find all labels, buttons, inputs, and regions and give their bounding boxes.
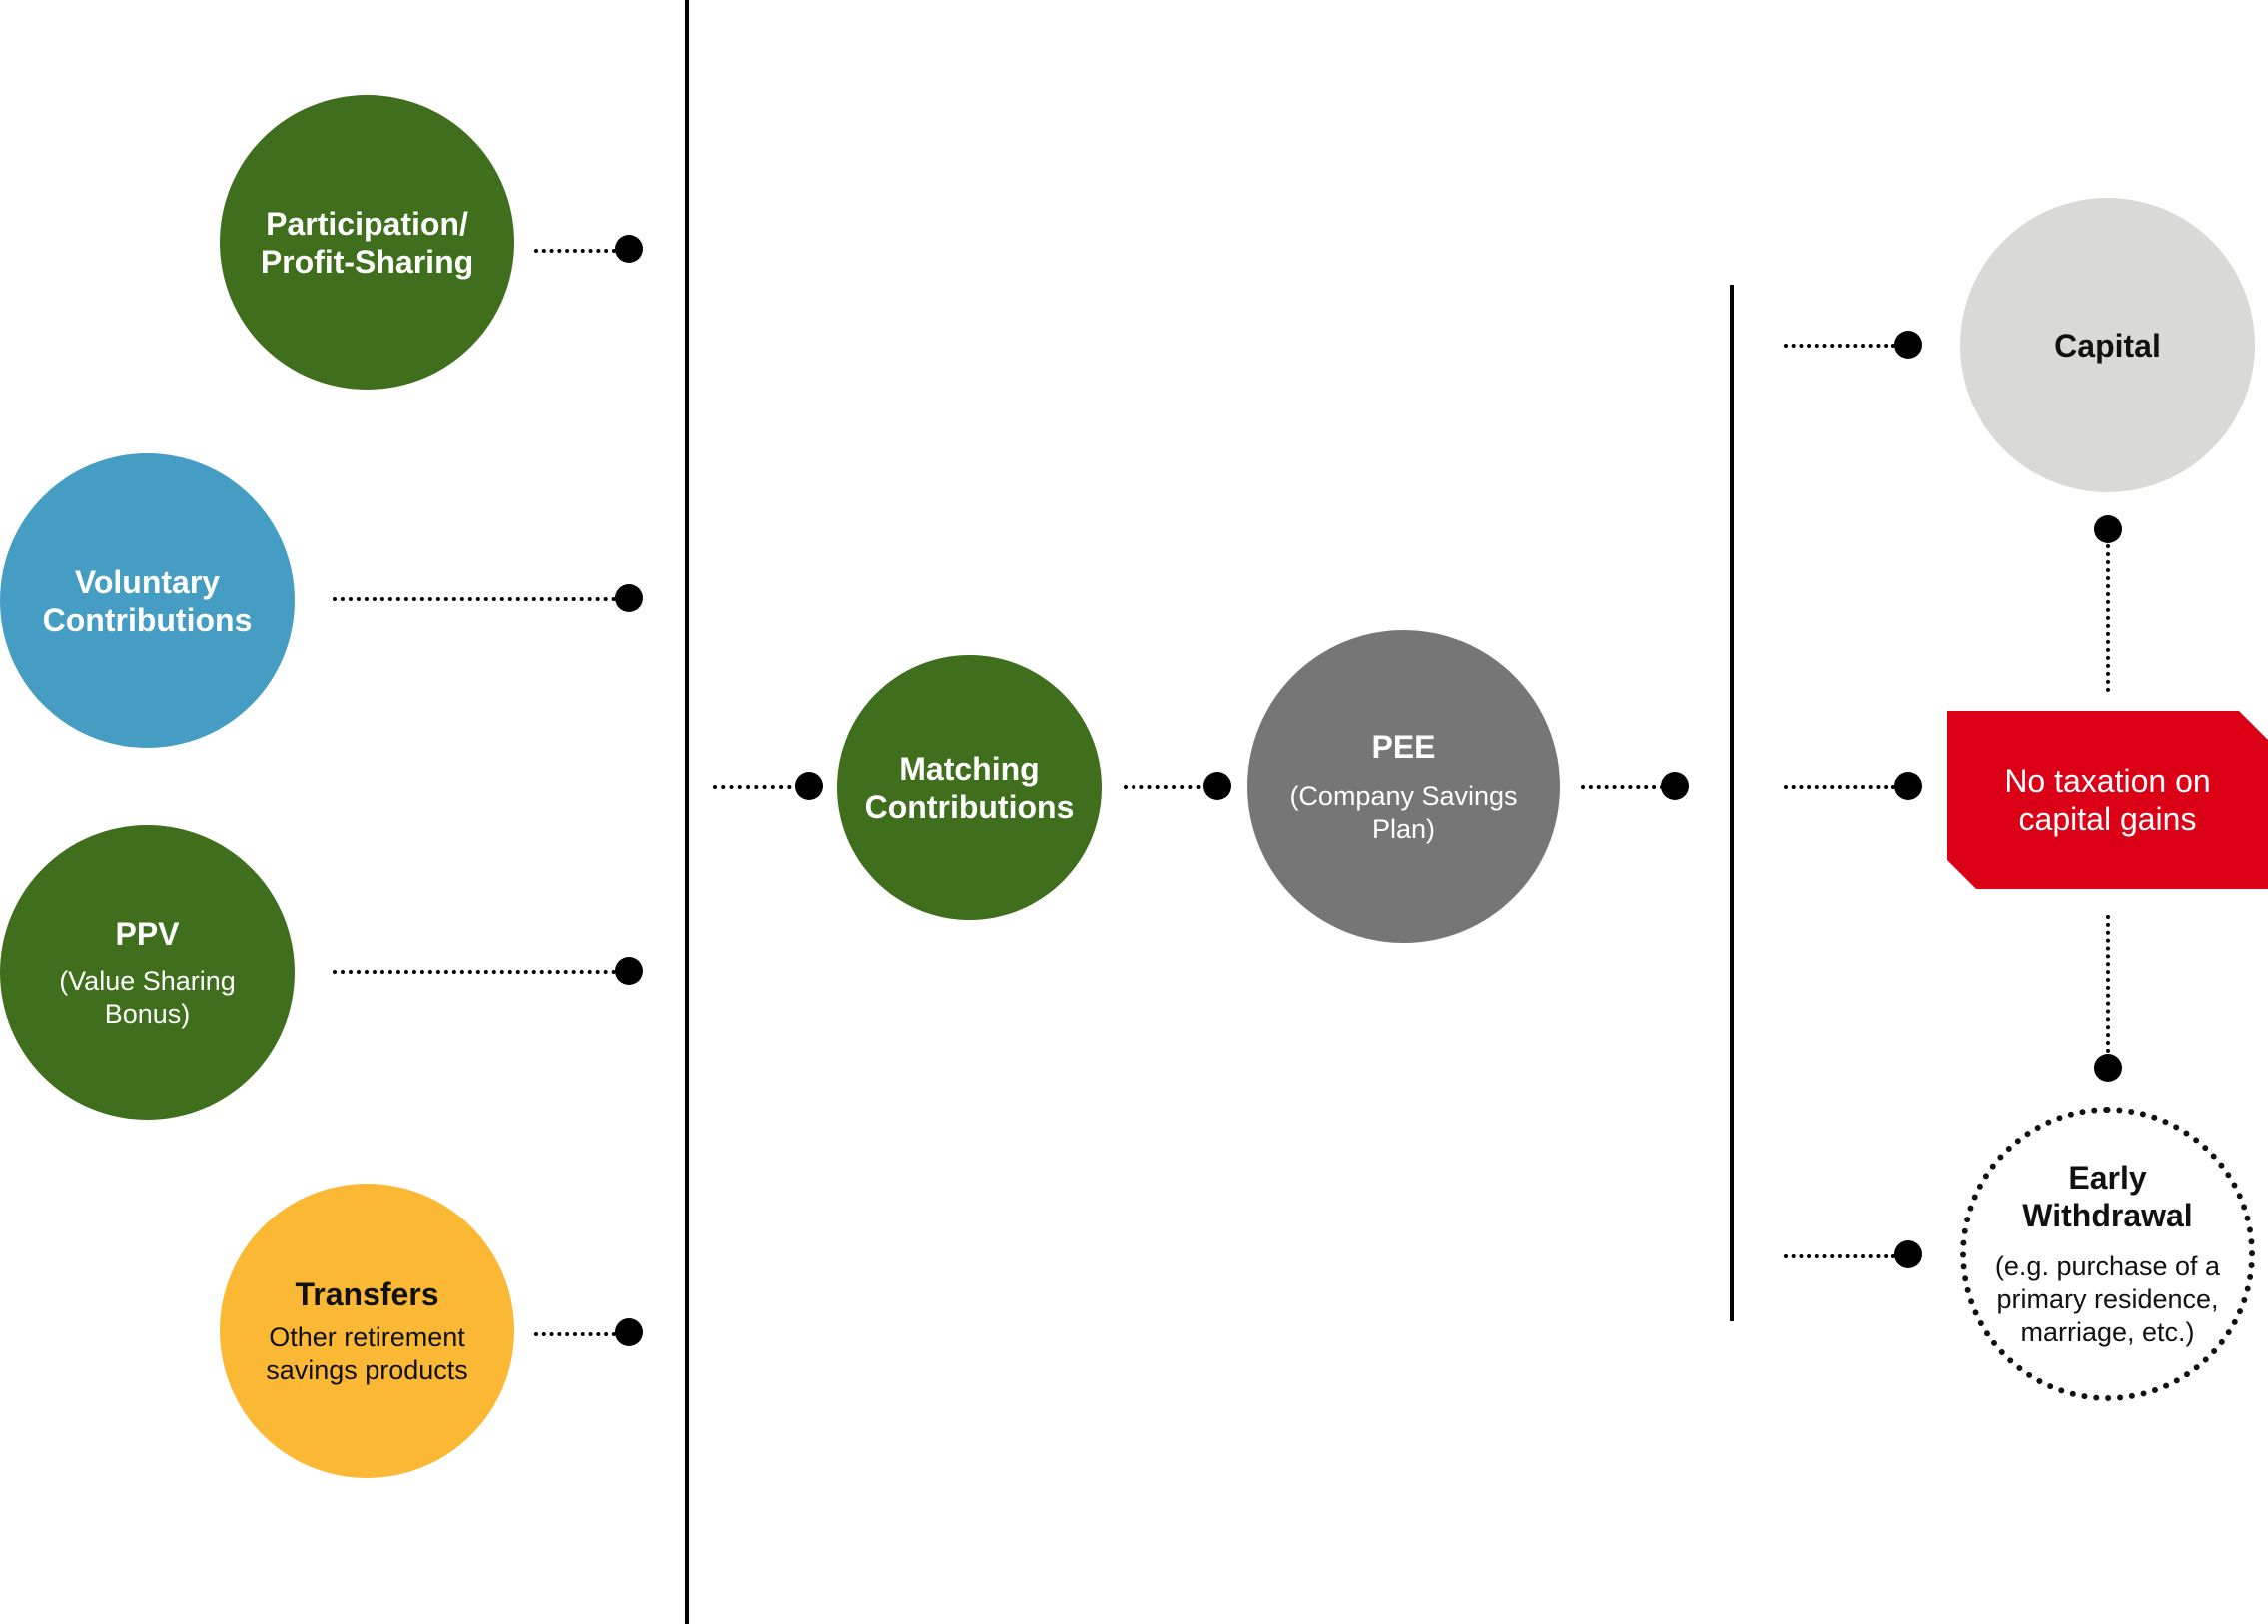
capital-vertical-connector bbox=[2106, 544, 2110, 692]
tax-note-connector bbox=[1784, 785, 1895, 789]
early-withdrawal-subtitle: (e.g. purchase of a primary residence, m… bbox=[1994, 1251, 2221, 1347]
participation-title: Participation/ Profit-Sharing bbox=[260, 205, 474, 280]
ppv-title: PPV bbox=[115, 915, 180, 952]
voluntary-connector bbox=[333, 597, 616, 601]
voluntary-contributions-title: Voluntary Contributions bbox=[42, 563, 253, 638]
pee-in-dot bbox=[1203, 772, 1231, 800]
transfers-title: Transfers bbox=[295, 1275, 439, 1312]
participation-connector bbox=[534, 249, 616, 253]
participation-node: Participation/ Profit-Sharing bbox=[220, 95, 514, 390]
capital-connector-dot bbox=[1894, 331, 1922, 359]
tax-note-connector-dot bbox=[1894, 772, 1922, 800]
transfers-connector bbox=[534, 1332, 616, 1336]
matching-contributions-node: Matching Contributions bbox=[837, 655, 1102, 920]
matching-contributions-title: Matching Contributions bbox=[864, 750, 1075, 825]
participation-connector-dot bbox=[615, 235, 643, 263]
no-taxation-note: No taxation on capital gains bbox=[1947, 711, 2268, 889]
pee-node: PEE (Company Savings Plan) bbox=[1247, 630, 1560, 943]
pee-subtitle: (Company Savings Plan) bbox=[1289, 780, 1518, 844]
capital-node: Capital bbox=[1960, 198, 2255, 492]
early-vertical-connector bbox=[2106, 915, 2110, 1053]
capital-connector bbox=[1784, 344, 1895, 348]
pee-in-connector bbox=[1124, 785, 1217, 789]
ppv-node: PPV (Value Sharing Bonus) bbox=[0, 825, 295, 1120]
matching-in-dot bbox=[795, 772, 823, 800]
ppv-connector-dot bbox=[615, 957, 643, 985]
right-divider-line bbox=[1730, 285, 1734, 1321]
early-connector bbox=[1784, 1254, 1895, 1258]
left-divider-line bbox=[685, 0, 689, 1624]
ppv-subtitle: (Value Sharing Bonus) bbox=[59, 965, 236, 1029]
capital-title: Capital bbox=[2054, 327, 2161, 364]
voluntary-contributions-node: Voluntary Contributions bbox=[0, 453, 295, 748]
early-up-dot bbox=[2094, 1054, 2122, 1082]
voluntary-connector-dot bbox=[615, 584, 643, 612]
early-withdrawal-node: Early Withdrawal (e.g. purchase of a pri… bbox=[1960, 1107, 2255, 1401]
pee-out-connector bbox=[1581, 785, 1672, 789]
transfers-connector-dot bbox=[615, 1318, 643, 1346]
early-connector-dot bbox=[1894, 1240, 1922, 1268]
transfers-node: Transfers Other retirement savings produ… bbox=[220, 1184, 514, 1478]
capital-up-dot bbox=[2094, 515, 2122, 543]
pee-out-dot bbox=[1661, 772, 1689, 800]
transfers-subtitle: Other retirement savings products bbox=[266, 1321, 468, 1385]
matching-in-connector bbox=[713, 785, 808, 789]
pee-title: PEE bbox=[1371, 728, 1436, 765]
early-withdrawal-title: Early Withdrawal bbox=[2022, 1160, 2193, 1233]
ppv-connector bbox=[333, 970, 616, 974]
